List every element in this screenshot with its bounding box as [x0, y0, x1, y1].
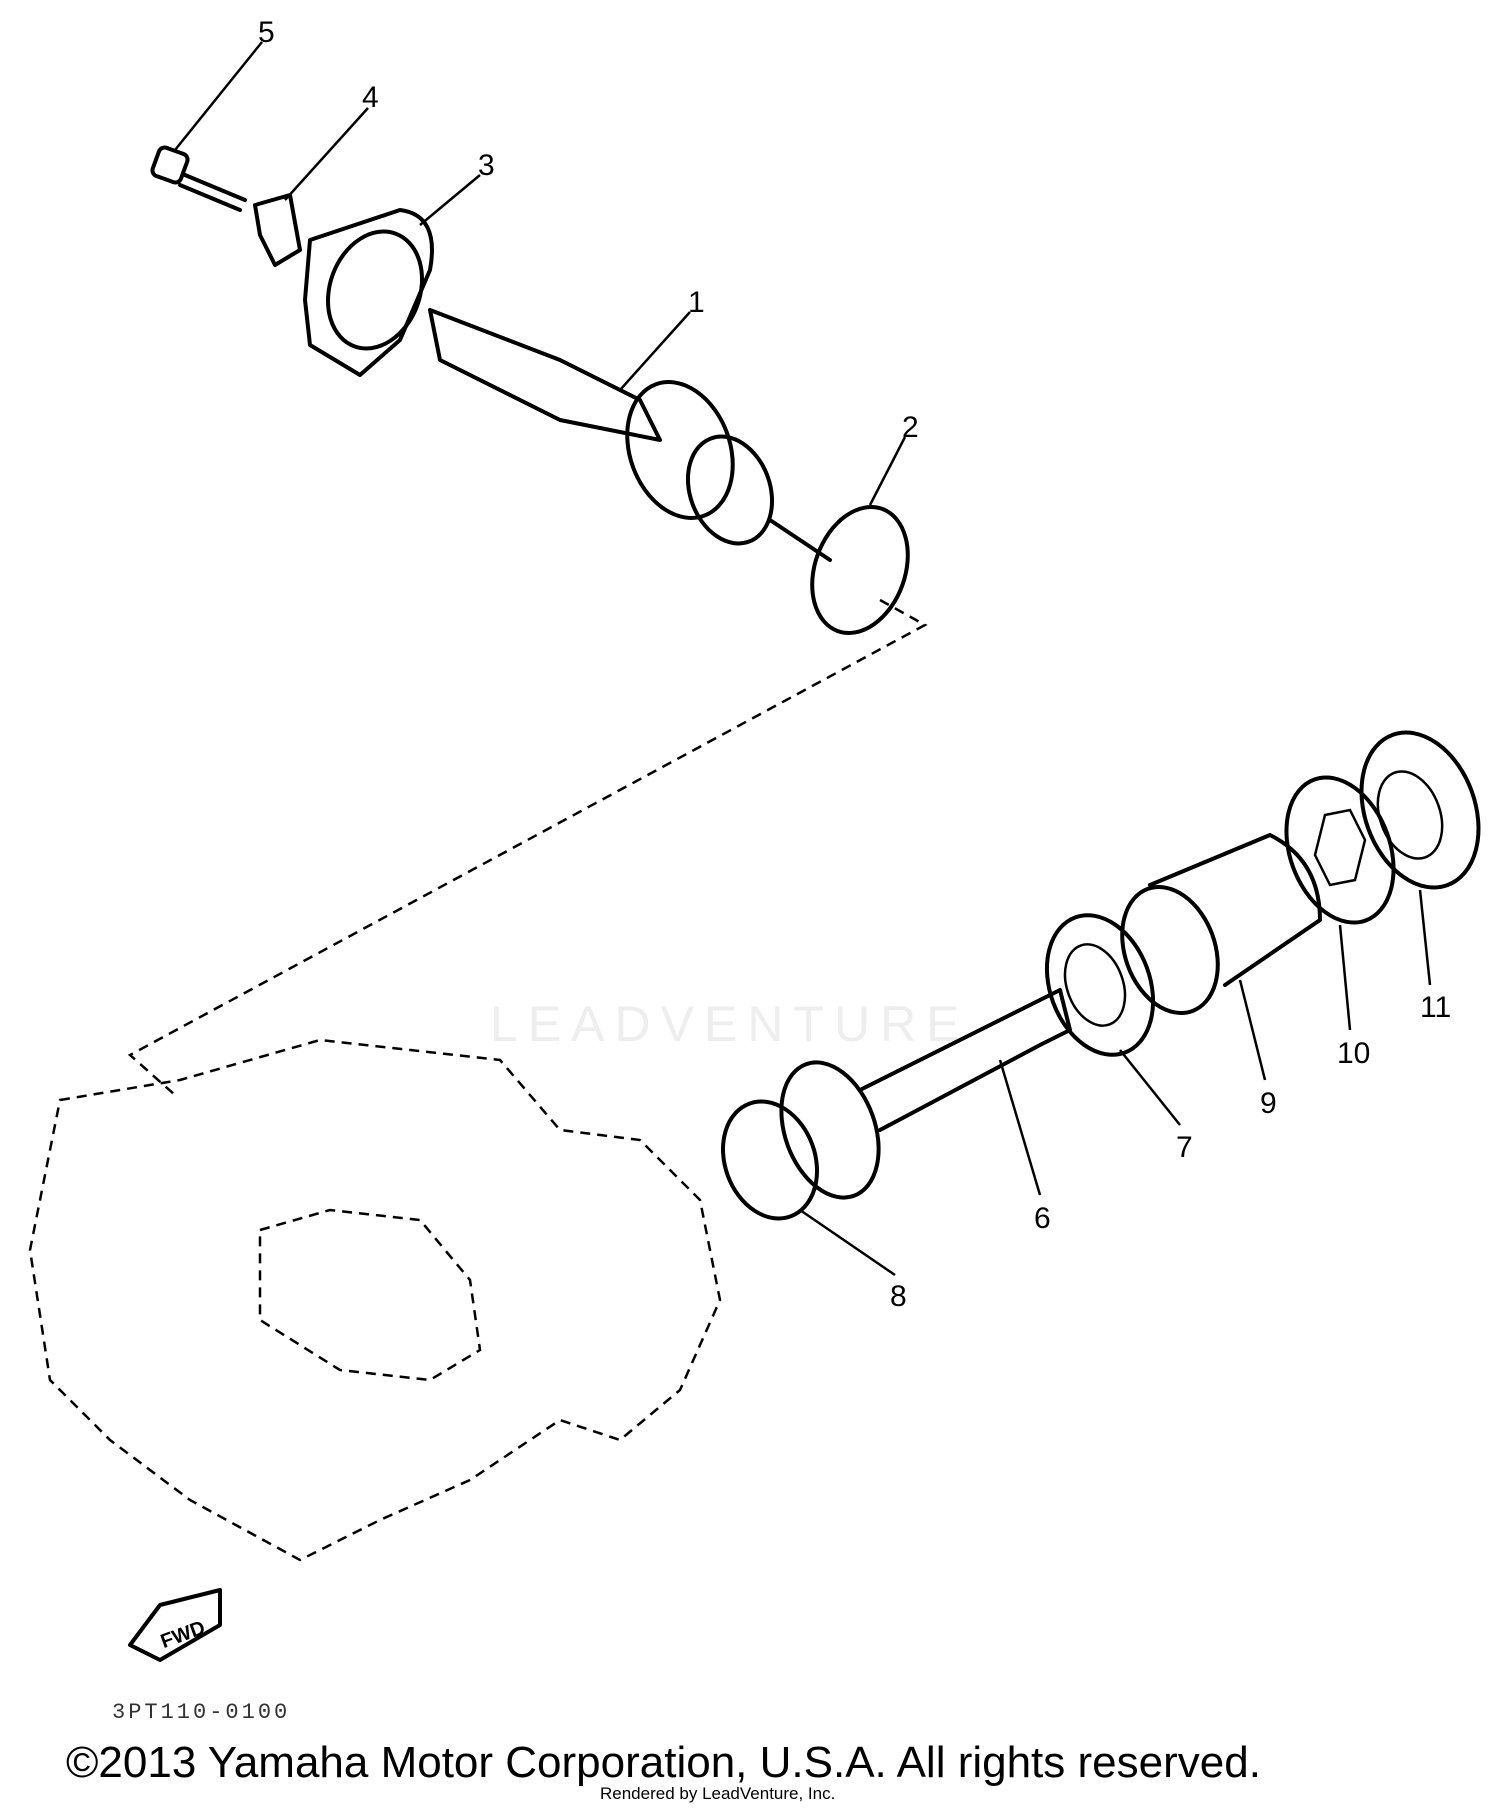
drawing-code: 3PT110-0100 — [112, 1700, 291, 1725]
part-1-shaft[interactable] — [428, 308, 832, 562]
callout-4: 4 — [362, 81, 379, 114]
callout-1: 1 — [688, 286, 705, 319]
fwd-arrow-icon: FWD — [128, 1588, 222, 1662]
part-8-ring[interactable] — [707, 1088, 833, 1232]
engine-case-detail — [258, 1208, 482, 1382]
callout-8: 8 — [890, 1280, 907, 1313]
callout-3: 3 — [478, 149, 495, 182]
callout-2: 2 — [902, 411, 919, 444]
copyright-text: ©2013 Yamaha Motor Corporation, U.S.A. A… — [66, 1738, 1261, 1787]
callout-5: 5 — [258, 16, 275, 49]
callout-6: 6 — [1034, 1202, 1051, 1235]
watermark: LEADVENTURE — [490, 996, 970, 1052]
engine-case-outline — [28, 1038, 722, 1562]
part-3-plate[interactable] — [303, 208, 438, 377]
leader-lines — [174, 41, 1432, 1277]
part-4-bracket[interactable] — [253, 193, 302, 267]
part-5-bolt[interactable] — [150, 145, 247, 212]
callout-10: 10 — [1337, 1037, 1370, 1070]
callout-7: 7 — [1176, 1131, 1193, 1164]
part-10-nut[interactable] — [1267, 762, 1412, 937]
callout-11: 11 — [1420, 991, 1451, 1024]
reference-line — [127, 598, 928, 1096]
part-11-bearing[interactable] — [1341, 716, 1499, 904]
part-7-bearing[interactable] — [1028, 900, 1171, 1070]
callout-9: 9 — [1260, 1087, 1277, 1120]
part-9-housing[interactable] — [1105, 833, 1322, 1026]
part-2-circlip[interactable] — [795, 494, 924, 647]
part-6-shaft[interactable] — [764, 988, 1072, 1211]
rendered-by-text: Rendered by LeadVenture, Inc. — [600, 1784, 836, 1803]
